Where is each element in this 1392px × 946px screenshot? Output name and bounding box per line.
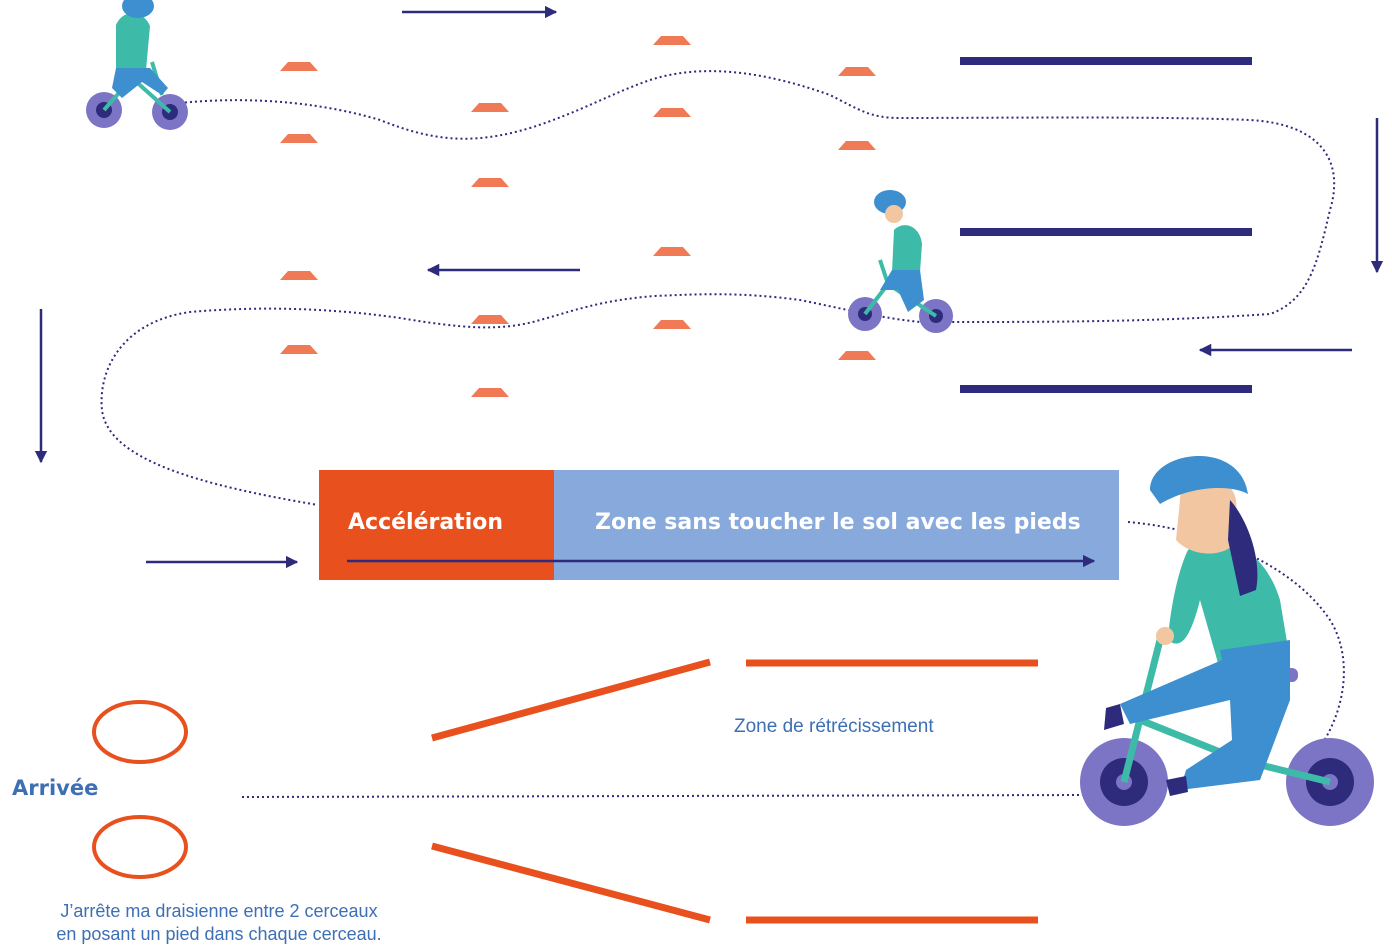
no-feet-zone-label: Zone sans toucher le sol avec les pieds (595, 510, 1081, 535)
narrowing-line (431, 658, 711, 742)
acceleration-label: Accélération (348, 510, 504, 535)
hoop (92, 700, 188, 764)
child-on-balance-bike-small (86, 0, 188, 130)
child-on-balance-bike-small (848, 190, 953, 333)
lane-line (960, 228, 1252, 236)
narrowing-line (431, 842, 711, 924)
finish-label: Arrivée (12, 776, 99, 800)
narrowing-zone-label: Zone de rétrécissement (734, 716, 934, 737)
finish-line-path (241, 794, 1091, 798)
child-on-balance-bike-large (1080, 455, 1374, 826)
stop-instruction-line1: J’arrête ma draisienne entre 2 cerceaux (60, 901, 378, 921)
stop-instruction-line2: en posant un pied dans chaque cerceau. (56, 924, 382, 944)
hoop (92, 815, 188, 879)
lane-line (960, 385, 1252, 393)
slalom-path (100, 70, 1336, 506)
lane-line (960, 57, 1252, 65)
stop-instruction: J’arrête ma draisienne entre 2 cerceaux … (4, 900, 434, 946)
